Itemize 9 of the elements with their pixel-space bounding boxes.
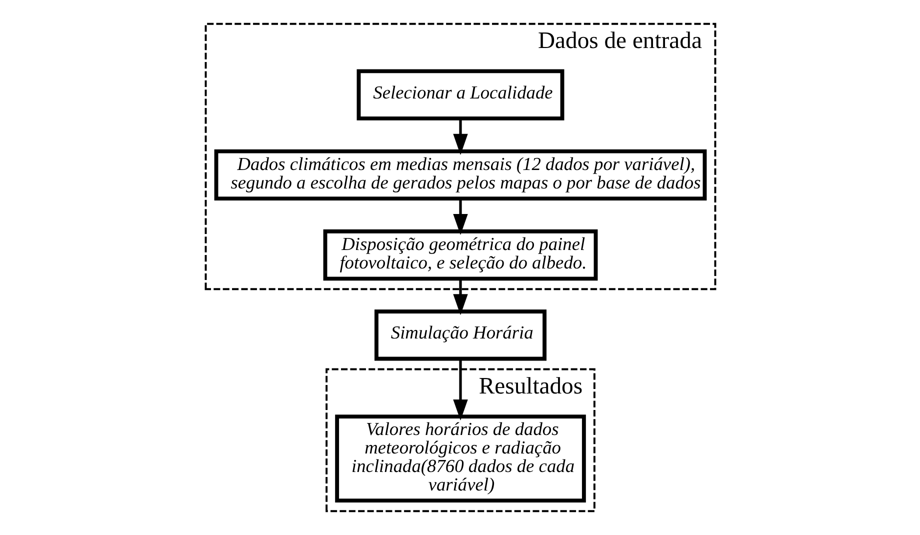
node-box: Disposição geométrica do painel fotovoltaico, e seleção do albedo. bbox=[322, 229, 598, 281]
node-box: Simulação Horária bbox=[374, 310, 546, 361]
arrow bbox=[452, 118, 468, 155]
node-box: Selecionar a Localidade bbox=[356, 69, 564, 120]
arrow bbox=[452, 278, 468, 316]
arrow bbox=[452, 198, 468, 236]
node-box: Dados climáticos em medias mensais (12 dados por variável), segundo a escolha de gerados pelos mapas o por base de dados bbox=[214, 149, 706, 201]
arrow bbox=[452, 359, 468, 420]
node-box: Valores horários de dados meteorológicos e radiação inclinada(8760 dados de cada variável) bbox=[334, 414, 586, 503]
